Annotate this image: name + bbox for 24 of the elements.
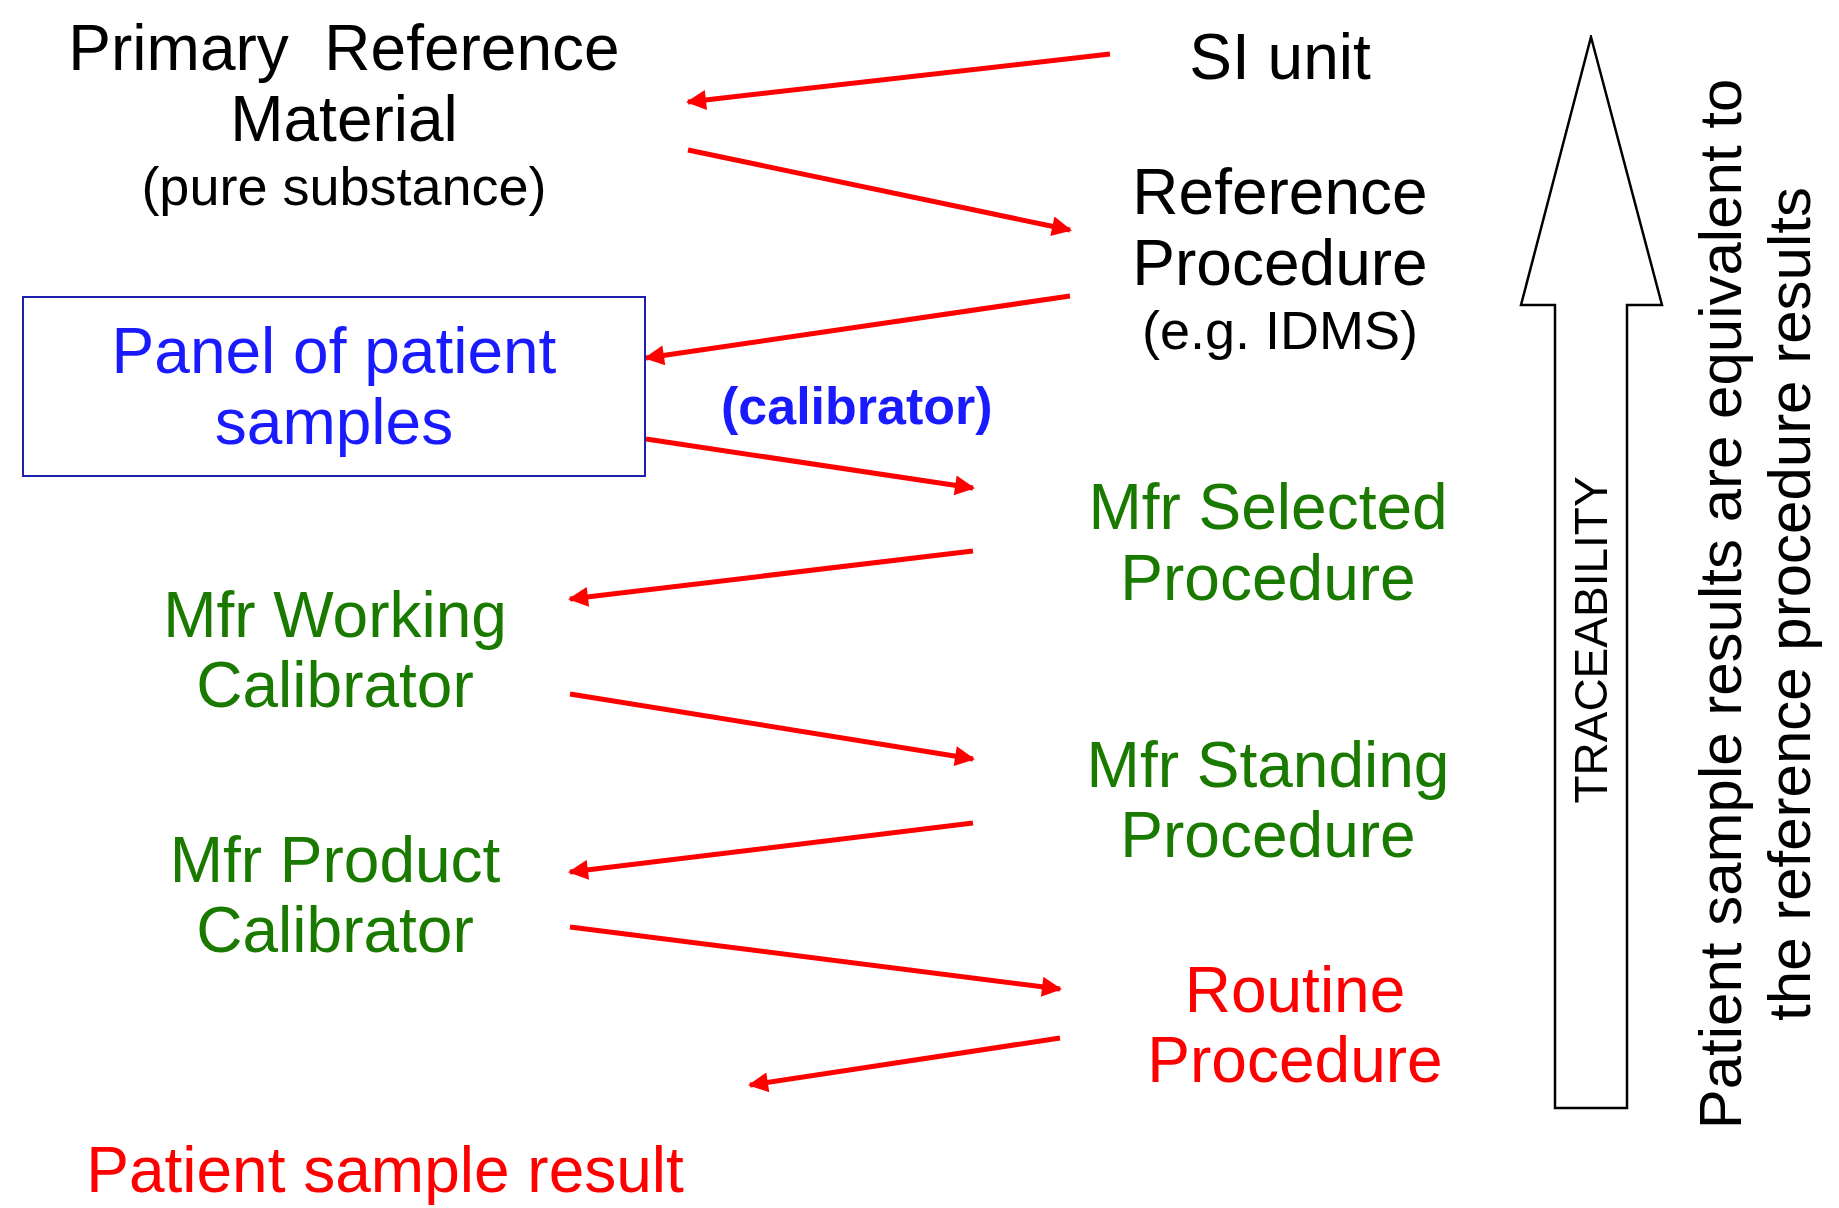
arrow <box>569 691 975 766</box>
node-title: Primary Reference Material <box>67 13 621 154</box>
side-note: Patient sample results are equivalent to the reference procedure results <box>1686 77 1824 1132</box>
node-title: Mfr Selected Procedure <box>1087 472 1449 613</box>
arrow <box>748 1035 1061 1093</box>
arrow <box>686 51 1111 110</box>
arrow <box>569 924 1062 997</box>
node-title: Routine Procedure <box>1146 954 1444 1096</box>
node-title: Mfr Standing Procedure <box>1085 729 1451 871</box>
node-title: Patient sample result <box>86 1134 684 1205</box>
traceability-text: TRACEABILITY <box>1568 476 1614 804</box>
arrow <box>645 436 975 496</box>
node-subtitle: (pure substance) <box>141 155 547 218</box>
node-title: Mfr Working Calibrator <box>162 579 508 721</box>
sample-panel-box <box>22 296 646 477</box>
node-title: Reference Procedure <box>1131 157 1429 298</box>
node-subtitle: (e.g. IDMS) <box>1141 299 1418 362</box>
node-title: Panel of patient samples <box>110 316 558 457</box>
node-title: Mfr Product Calibrator <box>168 824 502 966</box>
arrow <box>568 548 974 607</box>
arrow <box>687 147 1072 237</box>
edge-note: (calibrator) <box>721 378 993 436</box>
arrow <box>568 820 974 880</box>
node-title: SI unit <box>1189 22 1371 93</box>
